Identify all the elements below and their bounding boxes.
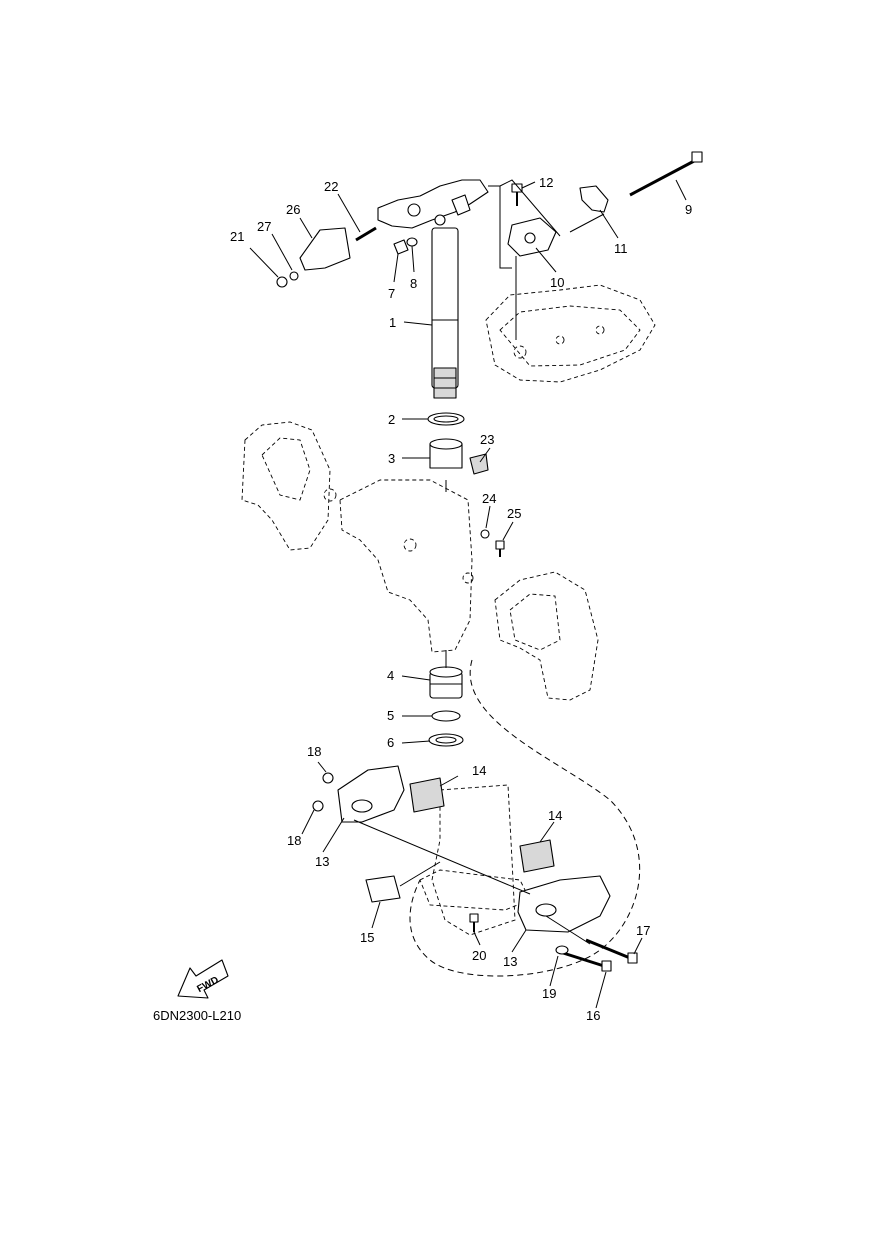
callout-1: 1	[389, 315, 396, 330]
callout-19: 19	[542, 986, 556, 1001]
bolt-17	[585, 938, 638, 964]
nut-21	[276, 276, 288, 288]
callout-7: 7	[388, 286, 395, 301]
mount-damper-upper	[409, 777, 445, 813]
callout-27: 27	[257, 219, 271, 234]
callout-8: 8	[410, 276, 417, 291]
bolt-22	[355, 226, 377, 242]
callout-3: 3	[388, 451, 395, 466]
callout-13-left: 13	[315, 854, 329, 869]
o-ring-5	[431, 710, 461, 722]
callout-13-right: 13	[503, 954, 517, 969]
bottom-cowling-ghost	[485, 284, 656, 383]
clamp-bracket-left-ghost	[241, 421, 331, 551]
steering-shaft	[431, 227, 459, 399]
callout-14-upper: 14	[472, 763, 486, 778]
callout-23: 23	[480, 432, 494, 447]
callout-21: 21	[230, 229, 244, 244]
callout-6: 6	[387, 735, 394, 750]
callout-22: 22	[324, 179, 338, 194]
swivel-bracket-ghost	[323, 479, 474, 653]
callout-25: 25	[507, 506, 521, 521]
steering-arm	[377, 179, 489, 229]
callout-18-lower: 18	[287, 833, 301, 848]
plate-11	[579, 185, 609, 213]
cover-15	[365, 875, 401, 903]
callout-9: 9	[685, 202, 692, 217]
callout-5: 5	[387, 708, 394, 723]
callout-24: 24	[482, 491, 496, 506]
callout-2: 2	[388, 412, 395, 427]
callout-18-upper: 18	[307, 744, 321, 759]
fwd-arrow-icon: FWD	[177, 959, 229, 999]
callout-26: 26	[286, 202, 300, 217]
nut-18-lower	[312, 800, 324, 812]
callout-20: 20	[472, 948, 486, 963]
bolt-16	[559, 950, 612, 972]
callout-17: 17	[636, 923, 650, 938]
washer-27	[289, 271, 299, 281]
nut-7	[393, 239, 409, 255]
callout-16: 16	[586, 1008, 600, 1023]
washer-8	[406, 237, 418, 247]
bush-3	[429, 438, 463, 469]
callout-14-lower: 14	[548, 808, 562, 823]
bracket-26	[299, 227, 351, 271]
callout-10: 10	[550, 275, 564, 290]
screw-20	[469, 913, 479, 932]
bolt-9	[629, 151, 703, 197]
mount-damper-lower	[519, 839, 555, 873]
washer-19	[555, 945, 569, 955]
bolt-25	[495, 540, 505, 557]
nut-18-upper	[322, 772, 334, 784]
bush-4	[429, 666, 463, 699]
plate-23	[469, 453, 489, 475]
diagram-code: 6DN2300-L210	[153, 1008, 241, 1023]
mount-holder-lower	[517, 875, 611, 933]
assembly-lines	[353, 179, 605, 945]
callout-4: 4	[387, 668, 394, 683]
switch-assembly-10	[507, 217, 557, 257]
assembly-connection-curve	[409, 659, 641, 977]
callout-labels: 1 2 3 4 5 6 7 8 9 10 11 12 13 13 14 14 1…	[230, 175, 692, 1023]
callout-11: 11	[614, 241, 628, 256]
upper-casing-ghost	[419, 784, 531, 936]
leader-lines	[249, 179, 687, 1009]
callout-15: 15	[360, 930, 374, 945]
clamp-bracket-right-ghost	[494, 571, 599, 701]
nut-24	[480, 529, 490, 539]
mount-holder-upper	[337, 765, 405, 823]
screw-12	[511, 183, 523, 206]
callout-12: 12	[539, 175, 553, 190]
